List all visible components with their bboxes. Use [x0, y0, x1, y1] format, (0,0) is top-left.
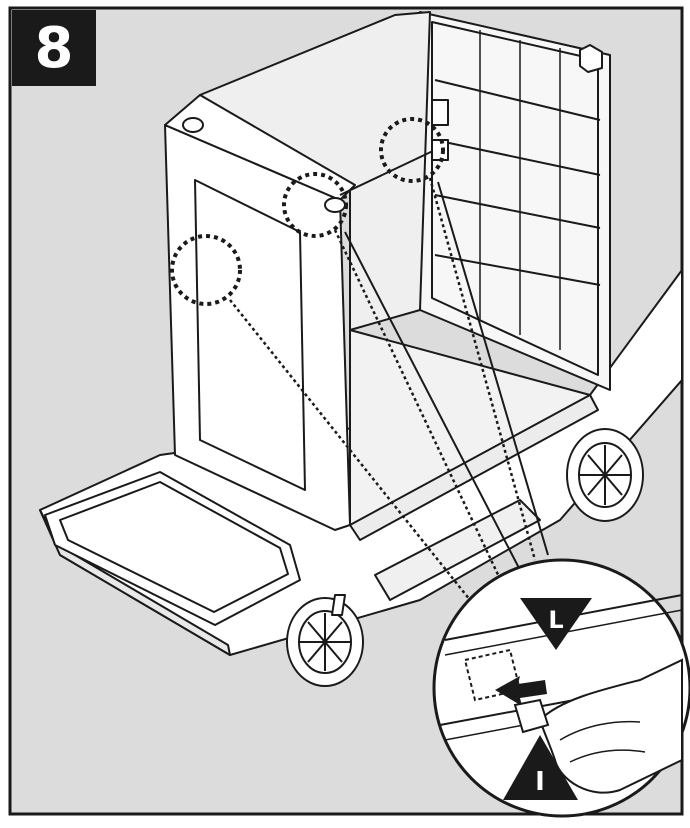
leader-line	[229, 299, 471, 601]
front-tray-inner-edge	[59, 481, 289, 613]
front-wheel-fork	[331, 594, 346, 616]
leader-line	[333, 229, 512, 601]
top-marker-label: L	[548, 606, 563, 634]
panel-top-knob	[182, 117, 204, 133]
front-wheel-spokes	[300, 613, 350, 671]
back-frame-inner-edge	[431, 21, 599, 376]
dotted-highlight-circle	[170, 234, 242, 306]
bottom-marker-label: I	[535, 767, 545, 797]
rear-wheel-hub-rim	[578, 442, 632, 508]
back-frame-post-cap	[579, 44, 603, 73]
connecting-rod	[339, 149, 436, 196]
leader-line-solid	[437, 181, 549, 556]
leader-line	[428, 177, 537, 561]
back-frame-uprights	[479, 30, 561, 350]
clip-part	[513, 698, 550, 734]
front-wheel-hub-rim	[298, 610, 352, 674]
front-side-panel-inset	[194, 179, 306, 491]
step-number-badge: 8	[12, 10, 96, 86]
back-frame-crossbars	[434, 79, 601, 286]
triangle-marker	[520, 598, 592, 650]
leader-line-solid	[344, 231, 521, 571]
rear-wheel-spokes	[580, 445, 630, 505]
dotted-highlight-circle	[379, 117, 445, 183]
panel-corner-knob	[324, 197, 346, 213]
arrow-icon	[495, 676, 547, 706]
dotted-highlight-circle	[282, 172, 348, 238]
lower-shelf-edge	[349, 394, 599, 541]
front-tray	[44, 471, 301, 626]
detail-magnifier: L I	[432, 558, 690, 818]
under-bin	[374, 499, 541, 601]
triangle-marker	[503, 735, 578, 800]
